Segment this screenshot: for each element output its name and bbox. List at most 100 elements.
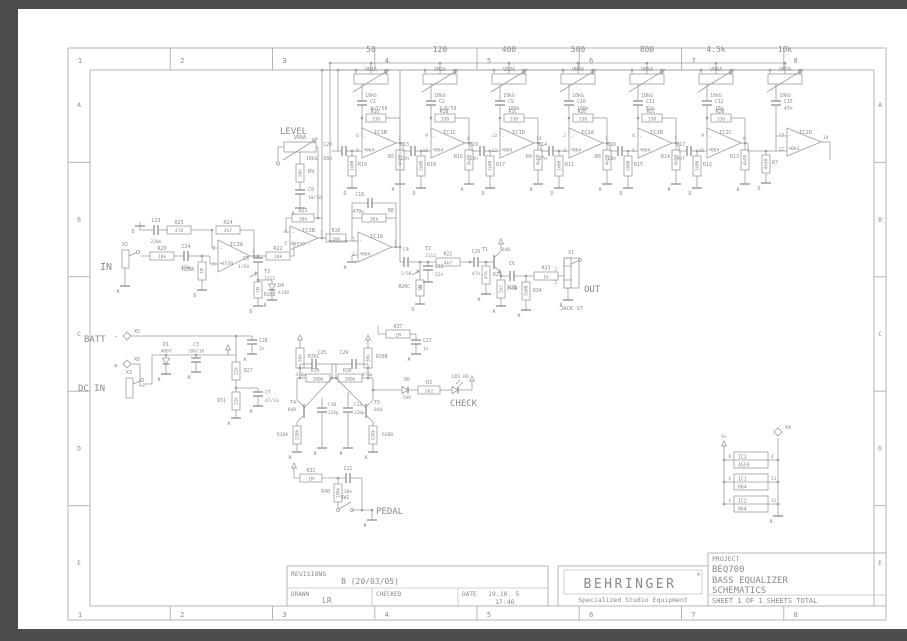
svg-text:R28: R28 bbox=[508, 285, 517, 291]
svg-text:18n: 18n bbox=[715, 106, 724, 112]
svg-text:22k: 22k bbox=[234, 397, 240, 405]
svg-text:-: - bbox=[219, 246, 222, 252]
svg-text:X4: X4 bbox=[785, 425, 791, 431]
svg-text:R19: R19 bbox=[358, 162, 367, 168]
svg-text:C16: C16 bbox=[607, 142, 616, 148]
svg-text:14: 14 bbox=[823, 135, 829, 141]
svg-text:D: D bbox=[131, 229, 134, 235]
svg-text:T4: T4 bbox=[290, 400, 296, 406]
svg-text:R6: R6 bbox=[595, 154, 601, 160]
title-block: PROJECT BEQ700 BASS EQUALIZER SCHEMATICS… bbox=[707, 552, 887, 607]
svg-text:5: 5 bbox=[487, 57, 491, 65]
svg-text:064: 064 bbox=[435, 148, 444, 154]
svg-text:1: 1 bbox=[252, 249, 255, 255]
svg-text:VR5A: VR5A bbox=[641, 67, 653, 73]
svg-text:470: 470 bbox=[175, 228, 184, 234]
svg-text:R1B: R1B bbox=[440, 109, 449, 115]
svg-text:CHECK: CHECK bbox=[450, 399, 478, 409]
svg-text:R38B: R38B bbox=[382, 432, 393, 438]
svg-text:D: D bbox=[193, 293, 196, 299]
svg-text:11: 11 bbox=[771, 476, 777, 482]
svg-text:X6: X6 bbox=[134, 357, 140, 363]
svg-text:22n: 22n bbox=[469, 156, 478, 162]
svg-text:470n: 470n bbox=[180, 265, 191, 271]
svg-text:R3: R3 bbox=[426, 380, 432, 386]
svg-text:A: A bbox=[363, 523, 366, 529]
svg-text:R14: R14 bbox=[661, 154, 670, 160]
svg-text:4: 4 bbox=[728, 498, 731, 504]
svg-text:500: 500 bbox=[571, 45, 586, 54]
svg-text:064: 064 bbox=[573, 148, 582, 154]
svg-text:R30C: R30C bbox=[308, 354, 320, 360]
svg-text:IC2B: IC2B bbox=[650, 130, 663, 136]
svg-text:IC1: IC1 bbox=[738, 477, 747, 483]
svg-text:330: 330 bbox=[510, 117, 519, 123]
svg-text:2: 2 bbox=[554, 280, 557, 286]
revisions-label: REVISIONS bbox=[291, 570, 326, 578]
svg-text:VR7A: VR7A bbox=[779, 67, 791, 73]
svg-text:100/16: 100/16 bbox=[188, 349, 205, 355]
svg-text:IN: IN bbox=[100, 262, 112, 273]
svg-text:C10: C10 bbox=[577, 99, 586, 105]
svg-text:10kG: 10kG bbox=[572, 93, 584, 99]
svg-text:D: D bbox=[481, 191, 484, 197]
svg-text:A: A bbox=[492, 309, 495, 315]
revision-block: REVISIONS B (20/03/05) DRAWN LR CHECKED … bbox=[286, 565, 549, 607]
svg-text:36k: 36k bbox=[370, 217, 379, 223]
eq-band-500: 500VR4A10kGC10100nR2D330-+IC2A0642314k99… bbox=[538, 45, 612, 197]
svg-text:X3: X3 bbox=[126, 370, 132, 376]
schematic-drawing: 50VR1A10kGC14u7/50R1D330-+IC1B0646574k99… bbox=[78, 45, 831, 529]
svg-text:+: + bbox=[432, 147, 435, 153]
svg-text:56k: 56k bbox=[298, 169, 304, 177]
svg-text:064: 064 bbox=[362, 252, 371, 258]
svg-text:+: + bbox=[570, 147, 573, 153]
svg-text:D: D bbox=[619, 191, 622, 197]
svg-text:6: 6 bbox=[632, 133, 635, 139]
svg-text:1: 1 bbox=[605, 136, 608, 142]
svg-text:R16: R16 bbox=[454, 154, 463, 160]
svg-text:R20: R20 bbox=[157, 246, 166, 252]
svg-text:R31: R31 bbox=[217, 398, 226, 404]
svg-text:4559: 4559 bbox=[222, 261, 233, 267]
svg-text:IC3: IC3 bbox=[738, 455, 747, 461]
svg-text:VR1A: VR1A bbox=[365, 67, 377, 73]
svg-text:10n: 10n bbox=[344, 489, 353, 495]
svg-text:C: C bbox=[878, 331, 882, 338]
svg-text:C12: C12 bbox=[715, 99, 724, 105]
svg-text:C30: C30 bbox=[328, 402, 337, 408]
svg-text:1k: 1k bbox=[543, 275, 549, 281]
svg-text:C6: C6 bbox=[509, 261, 515, 267]
svg-text:1k00: 1k00 bbox=[695, 160, 701, 171]
svg-text:1/50: 1/50 bbox=[238, 264, 249, 270]
svg-text:A: A bbox=[769, 519, 772, 525]
svg-text:4k99: 4k99 bbox=[674, 154, 680, 165]
svg-text:C4: C4 bbox=[403, 247, 409, 253]
svg-text:R11: R11 bbox=[565, 162, 574, 168]
svg-text:C27: C27 bbox=[423, 338, 432, 344]
svg-text:RD: RD bbox=[463, 374, 469, 380]
svg-text:R35: R35 bbox=[311, 368, 320, 374]
svg-text:E: E bbox=[77, 560, 81, 567]
svg-text:47n: 47n bbox=[472, 271, 481, 277]
svg-text:A: A bbox=[878, 102, 882, 109]
checked-label: CHECKED bbox=[376, 591, 402, 598]
svg-text:R26D: R26D bbox=[264, 292, 276, 298]
svg-text:3: 3 bbox=[212, 262, 215, 268]
svg-text:A: A bbox=[477, 297, 480, 303]
svg-text:4559: 4559 bbox=[294, 241, 305, 247]
svg-text:4: 4 bbox=[728, 476, 731, 482]
svg-text:47/16: 47/16 bbox=[265, 398, 279, 404]
svg-text:+: + bbox=[114, 362, 118, 370]
svg-text:220n: 220n bbox=[150, 239, 161, 245]
svg-text:1: 1 bbox=[394, 240, 397, 246]
svg-text:A: A bbox=[407, 357, 410, 363]
svg-text:470p: 470p bbox=[295, 372, 306, 378]
svg-text:4: 4 bbox=[771, 454, 774, 460]
svg-text:-: - bbox=[432, 134, 435, 140]
svg-text:10kG: 10kG bbox=[434, 93, 446, 99]
svg-text:T5: T5 bbox=[374, 400, 380, 406]
svg-text:064: 064 bbox=[642, 148, 651, 154]
